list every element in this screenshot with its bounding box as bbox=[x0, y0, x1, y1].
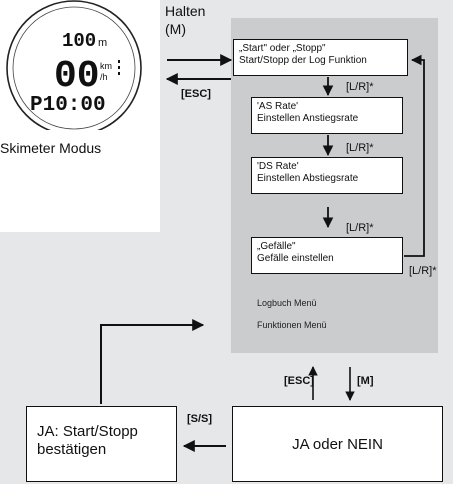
menu-item-subtitle: Gefälle einstellen bbox=[257, 253, 334, 264]
speed-value: 00 bbox=[54, 55, 100, 98]
menu-item-gefaelle: „Gefälle" Gefälle einstellen bbox=[251, 237, 403, 274]
arrow-return-menu bbox=[100, 319, 205, 404]
hold-key-label: (M) bbox=[165, 21, 186, 37]
signal-dots-icon bbox=[118, 60, 120, 75]
menu-item-start-stop: „Start" oder „Stopp" Start/Stopp der Log… bbox=[233, 39, 408, 76]
esc-label-left: [ESC] bbox=[181, 88, 211, 100]
menu-item-title: „Start" oder „Stopp" bbox=[239, 43, 326, 54]
lr-label-1: [L/R]* bbox=[346, 81, 374, 93]
watch-display: 100 m 00 km /h P10:00 bbox=[0, 0, 160, 136]
logbook-menu-label: Logbuch Menü bbox=[257, 298, 317, 308]
lr-label-side: [L/R]* bbox=[409, 265, 437, 277]
time-value: P10:00 bbox=[30, 94, 106, 117]
confirm-left-line2: bestätigen bbox=[37, 441, 107, 458]
ss-label: [S/S] bbox=[187, 413, 213, 425]
confirm-box-right: JA oder NEIN bbox=[232, 406, 443, 482]
arrow-loop-back bbox=[404, 54, 425, 257]
confirm-left-line1: JA: Start/Stopp bbox=[37, 423, 138, 440]
menu-item-title: 'AS Rate' bbox=[257, 101, 299, 112]
esc-label-bottom: [ESC] bbox=[284, 375, 314, 387]
menu-item-subtitle: Einstellen Anstiegsrate bbox=[257, 113, 359, 124]
menu-item-subtitle: Einstellen Abstiegsrate bbox=[257, 173, 359, 184]
menu-item-subtitle: Start/Stopp der Log Funktion bbox=[239, 55, 367, 66]
watch-screen bbox=[12, 6, 136, 130]
altitude-unit: m bbox=[98, 37, 107, 49]
confirm-right-text: JA oder NEIN bbox=[292, 436, 383, 453]
confirm-box-left: JA: Start/Stopp bestätigen bbox=[26, 406, 177, 482]
menu-item-ds-rate: 'DS Rate' Einstellen Abstiegsrate bbox=[251, 157, 403, 194]
lr-label-2: [L/R]* bbox=[346, 142, 374, 154]
menu-item-title: 'DS Rate' bbox=[257, 161, 299, 172]
speed-unit-bottom: /h bbox=[100, 72, 108, 82]
menu-item-title: „Gefälle" bbox=[257, 241, 296, 252]
menu-item-as-rate: 'AS Rate' Einstellen Anstiegsrate bbox=[251, 97, 403, 134]
mode-caption: Skimeter Modus bbox=[0, 140, 102, 156]
altitude-value: 100 bbox=[62, 30, 96, 52]
lr-label-3: [L/R]* bbox=[346, 222, 374, 234]
speed-unit-top: km bbox=[100, 61, 112, 71]
hold-label: Halten bbox=[165, 3, 206, 19]
m-label-bottom: [M] bbox=[357, 375, 374, 387]
functions-menu-label: Funktionen Menü bbox=[257, 320, 327, 330]
